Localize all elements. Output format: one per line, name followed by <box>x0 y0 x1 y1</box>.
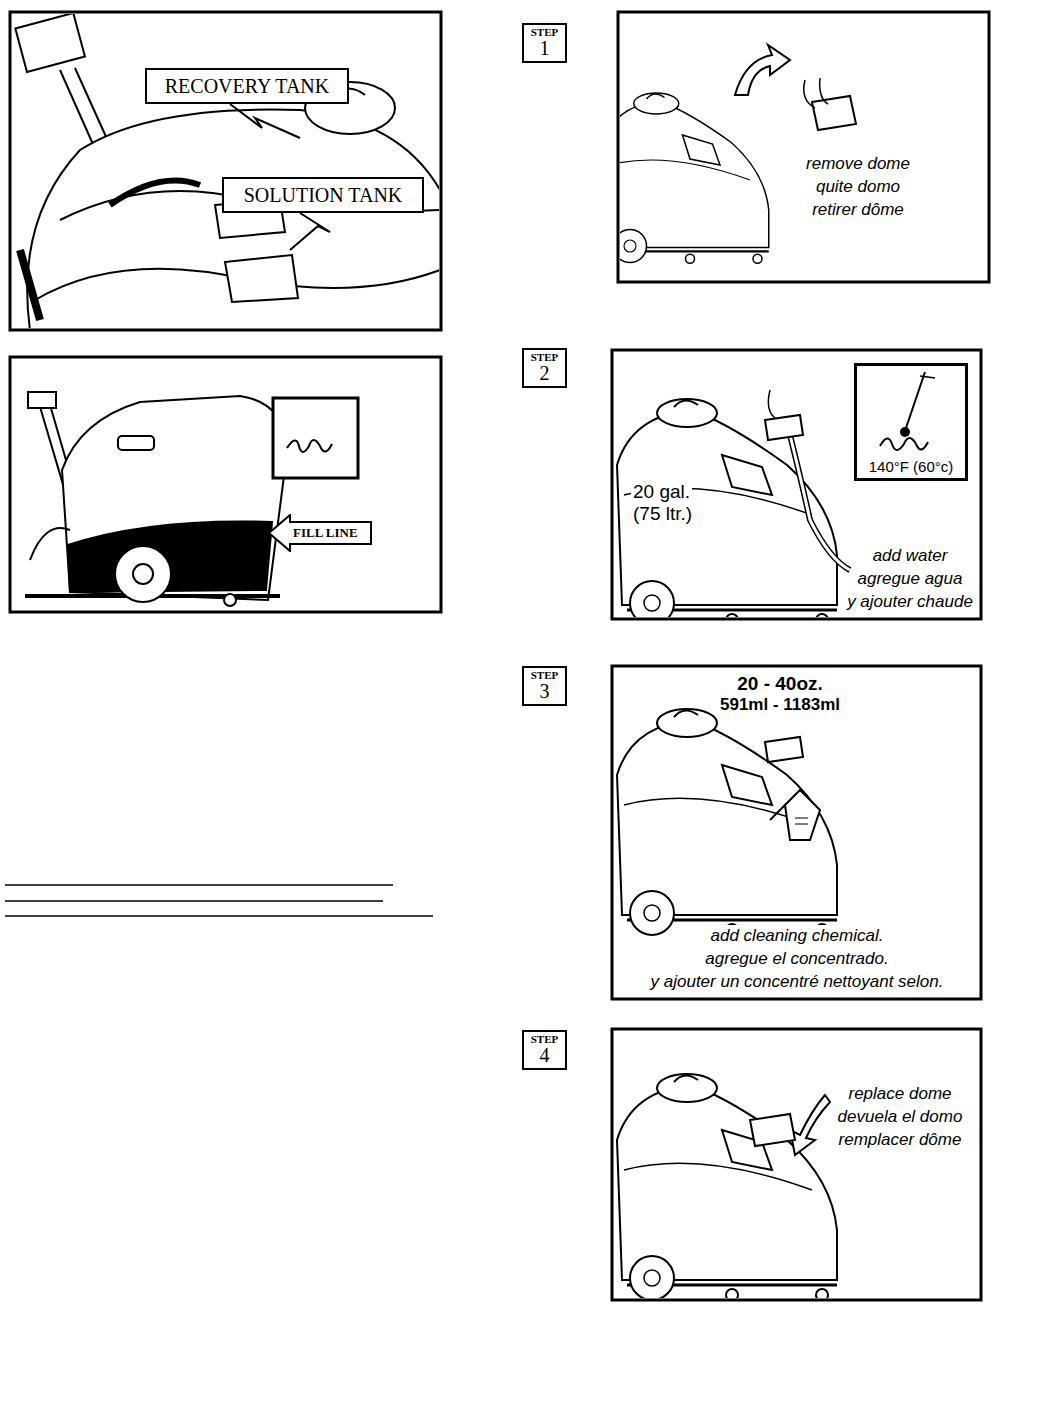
label-text: agregue agua <box>856 568 965 589</box>
label-text: 140°F (60°c) <box>867 458 956 477</box>
label-text: 3 <box>540 681 550 702</box>
temperature-box: 140°F (60°c) <box>854 363 968 481</box>
label-text: replace dome <box>846 1083 953 1104</box>
label-text: SOLUTION TANK <box>244 185 403 206</box>
label-text: STEP <box>531 27 559 39</box>
label-text: 591ml - 1183ml <box>718 694 842 715</box>
step-panel: 20 gal.(75 ltr.) add wateragregue aguay a… <box>612 350 981 619</box>
label-text: 4 <box>540 1045 550 1066</box>
label-text: y ajouter chaude <box>845 591 975 612</box>
step-box: STEP1 <box>522 23 567 63</box>
label-text: FILL LINE <box>293 525 358 541</box>
label-text: remplacer dôme <box>837 1129 964 1150</box>
label-text: retirer dôme <box>810 199 906 220</box>
label-text: add cleaning chemical. <box>709 925 886 946</box>
callout-box: SOLUTION TANK <box>222 177 424 213</box>
label-text: STEP <box>531 1034 559 1046</box>
step-panel: remove domequite domoretirer dôme <box>618 12 989 282</box>
label-text: STEP <box>531 670 559 682</box>
label-text: (75 ltr.) <box>631 502 694 526</box>
label-text: 1 <box>540 38 550 59</box>
label-text: STEP <box>531 352 559 364</box>
callout-box: RECOVERY TANK <box>145 68 349 104</box>
label-text: quite domo <box>814 176 902 197</box>
label-text: devuela el domo <box>836 1106 965 1127</box>
label-text: 2 <box>540 363 550 384</box>
label-text: agregue el concentrado. <box>703 948 890 969</box>
step-box: STEP4 <box>522 1030 567 1070</box>
step-panel: 20 - 40oz.591ml - 1183ml add cleaning che… <box>612 666 981 999</box>
step-box: STEP2 <box>522 348 567 388</box>
label-text: y ajouter un concentré nettoyant selon. <box>649 971 946 992</box>
label-text: remove dome <box>804 153 912 174</box>
label-text: RECOVERY TANK <box>165 76 330 97</box>
step-panel: replace domedevuela el domoremplacer dôm… <box>612 1029 981 1300</box>
fill-line-arrow: FILL LINE <box>268 514 372 552</box>
label-text: add water <box>871 545 950 566</box>
label-text: 20 gal. <box>631 480 692 504</box>
label-text: 20 - 40oz. <box>735 672 825 696</box>
step-box: STEP3 <box>522 666 567 706</box>
